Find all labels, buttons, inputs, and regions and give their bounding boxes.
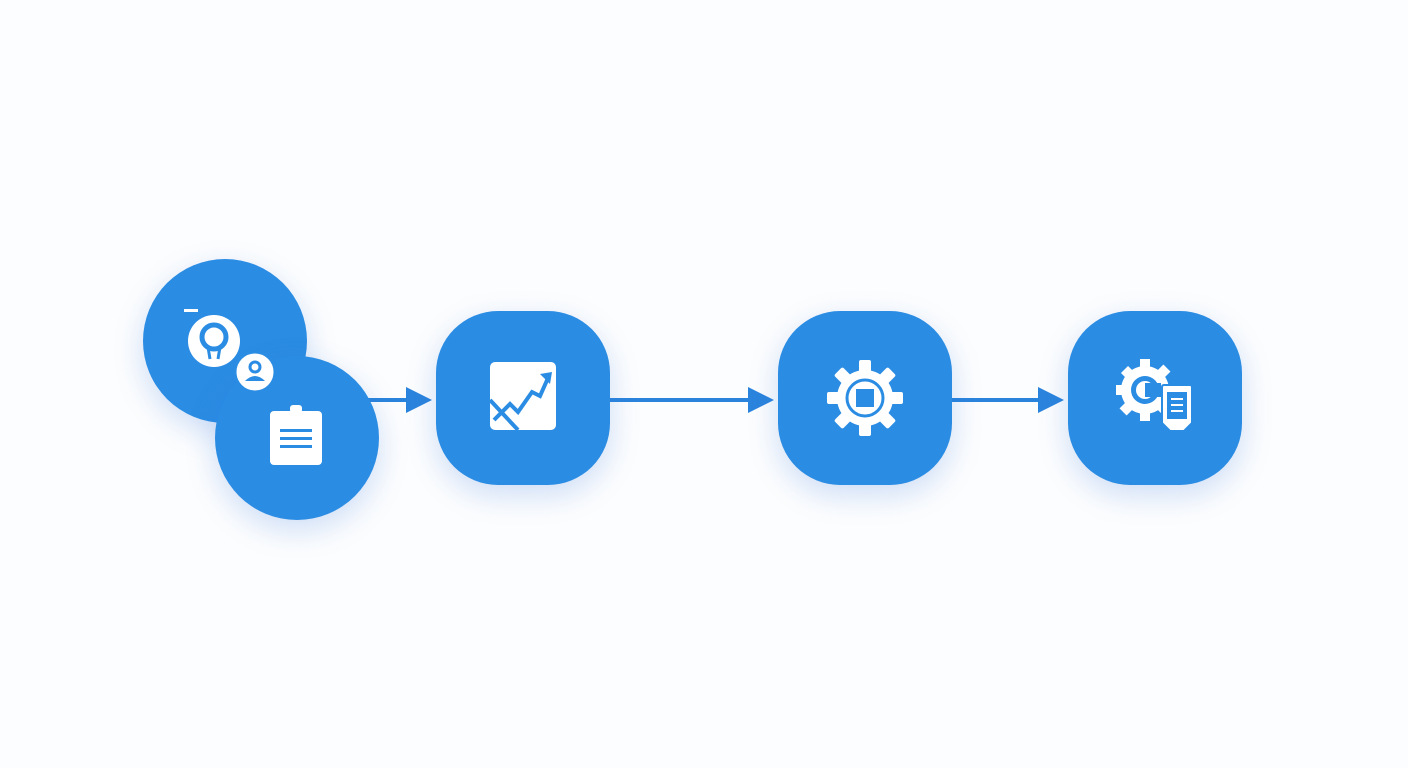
trend-chart-icon xyxy=(488,362,556,432)
mobile-document-icon xyxy=(1161,384,1193,432)
arrow-1 xyxy=(365,387,432,413)
location-badge-icon xyxy=(184,309,240,367)
arrow-3 xyxy=(950,387,1064,413)
arrow-2 xyxy=(610,387,774,413)
clipboard-icon xyxy=(270,405,322,465)
user-icon xyxy=(233,350,277,394)
gear-icon xyxy=(827,360,903,436)
